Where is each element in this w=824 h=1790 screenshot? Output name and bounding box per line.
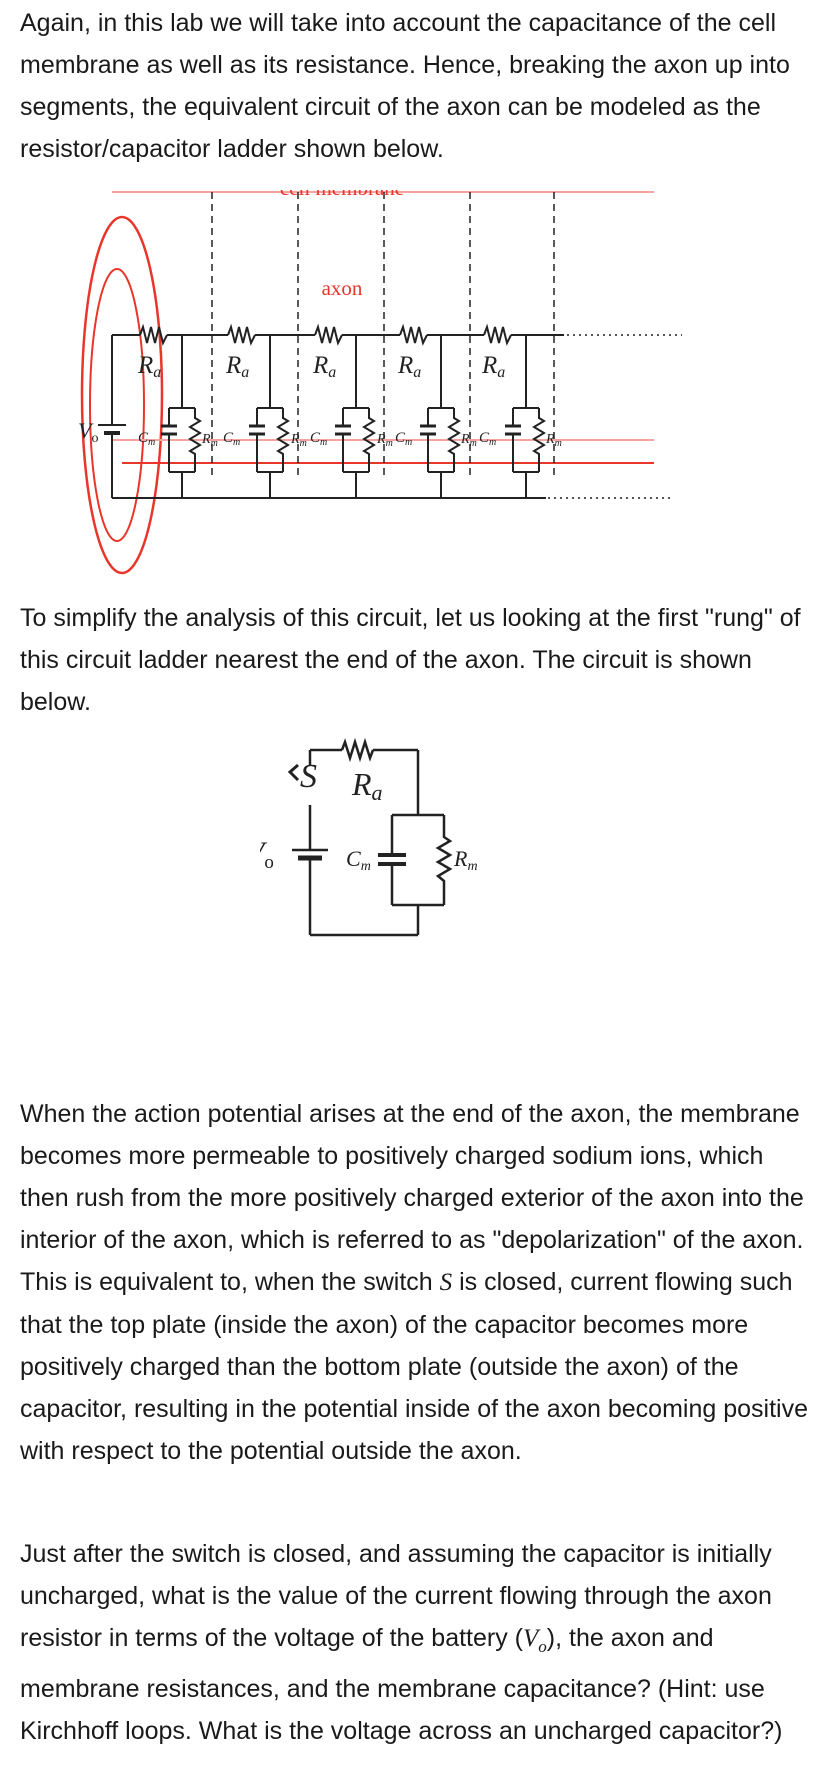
axon-label: axon bbox=[322, 276, 363, 300]
axon-ladder-figure: cell membrane axon Ra Ra Ra Ra Ra Vo Cm … bbox=[78, 190, 682, 575]
axon-top-wire bbox=[112, 323, 564, 346]
battery-symbol-inline: V bbox=[523, 1625, 539, 1652]
rm-label-5: Rm bbox=[545, 432, 562, 449]
ra-label-4: Ra bbox=[397, 352, 421, 381]
single-rung-figure: S Ra Vo Cm Rm bbox=[260, 737, 478, 937]
cell-membrane-label: cell membrane bbox=[280, 190, 404, 200]
simplify-paragraph: To simplify the analysis of this circuit… bbox=[20, 604, 801, 716]
segment-dividers bbox=[211, 190, 555, 480]
switch-symbol bbox=[287, 763, 300, 782]
switch-label: S bbox=[300, 758, 317, 795]
p3-text-before: When the action potential arises at the … bbox=[20, 1100, 804, 1296]
p3-text-after: is closed, current flowing such that the… bbox=[20, 1268, 808, 1465]
p4-text-before: Just after the switch is closed, and ass… bbox=[20, 1540, 772, 1652]
cm-label-3: Cm bbox=[310, 430, 327, 448]
battery-label: Vo bbox=[260, 836, 274, 873]
rung-circuit-wires bbox=[308, 737, 453, 937]
intro-paragraph: Again, in this lab we will take into acc… bbox=[20, 9, 790, 163]
rm-label-4: Rm bbox=[460, 432, 477, 449]
battery-symbol bbox=[98, 335, 126, 498]
rm-label-3: Rm bbox=[376, 432, 393, 449]
p4-text-after: ), the axon and membrane resistances, an… bbox=[20, 1624, 783, 1745]
cm-label-2: Cm bbox=[223, 430, 240, 448]
rm-label-2: Rm bbox=[290, 432, 307, 449]
ra-label-3: Ra bbox=[312, 352, 336, 381]
rm-label: Rm bbox=[453, 846, 478, 874]
question-paragraph: Just after the switch is closed, and ass… bbox=[20, 1533, 810, 1752]
rm-label-1: Rm bbox=[201, 432, 218, 449]
ra-label: Ra bbox=[351, 766, 383, 805]
cm-label: Cm bbox=[346, 846, 371, 874]
switch-symbol-inline: S bbox=[439, 1269, 453, 1296]
battery-label: Vo bbox=[78, 418, 98, 446]
depolarization-paragraph: When the action potential arises at the … bbox=[20, 1093, 810, 1472]
ra-label-2: Ra bbox=[225, 352, 249, 381]
battery-subscript-inline: o bbox=[538, 1637, 547, 1656]
battery-symbol bbox=[292, 848, 328, 861]
cm-label-4: Cm bbox=[395, 430, 412, 448]
ra-label-1: Ra bbox=[137, 352, 161, 381]
ra-label-5: Ra bbox=[481, 352, 505, 381]
membrane-rc-units bbox=[161, 335, 546, 498]
cm-label: Cm bbox=[138, 430, 155, 448]
cell-membrane-outline bbox=[80, 191, 654, 575]
cm-label-5: Cm bbox=[479, 430, 496, 448]
